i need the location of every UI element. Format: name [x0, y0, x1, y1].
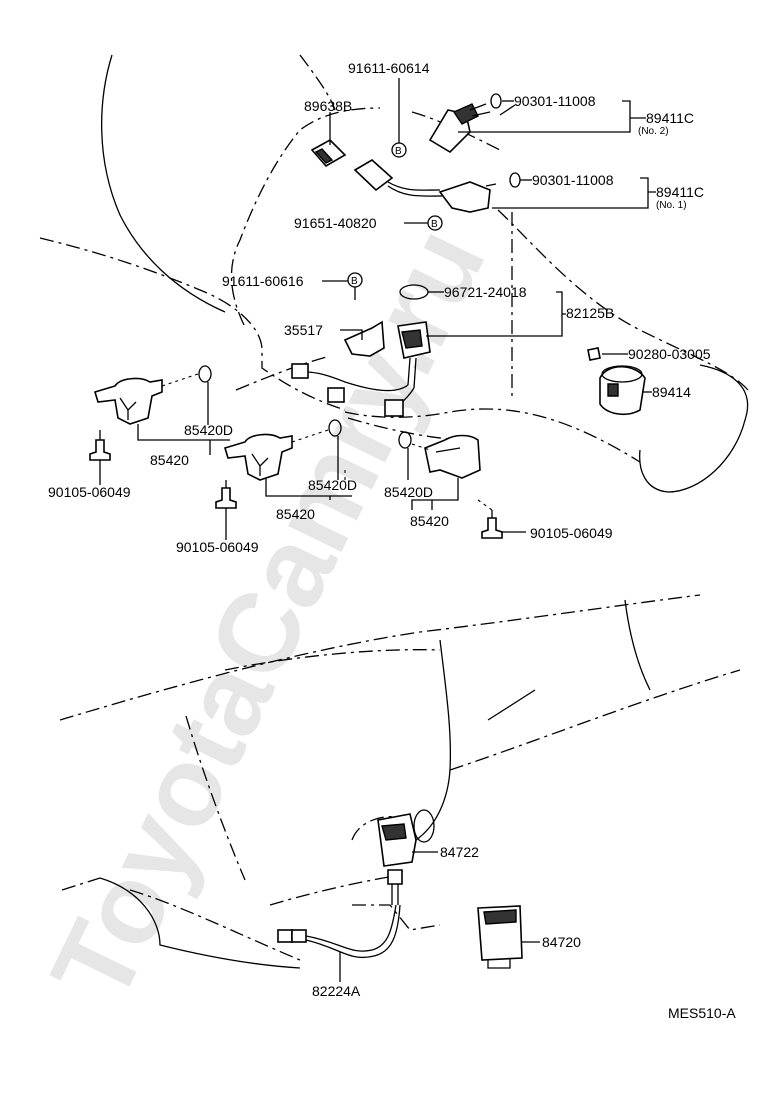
label-90105-06049-c: 90105-06049: [530, 525, 613, 541]
label-85420D-c: 85420D: [384, 484, 433, 500]
label-90105-06049-b: 90105-06049: [176, 539, 259, 555]
solenoid-85420-a: [94, 365, 212, 425]
clip-90280: [587, 347, 601, 361]
label-89411C-no2-sub: (No. 2): [638, 126, 669, 137]
harness-82224A: [277, 904, 401, 982]
label-90301-11008-b: 90301-11008: [532, 172, 614, 188]
bracket-35517: [343, 320, 385, 357]
svg-text:B: B: [351, 276, 358, 287]
bolt-marker-1: B: [391, 142, 407, 158]
label-85420-c: 85420: [410, 513, 449, 529]
label-85420-b: 85420: [276, 506, 315, 522]
bolt-90105-c: [481, 510, 503, 539]
watermark: ToyotaCamry.ru: [27, 209, 509, 1021]
label-84722: 84722: [440, 844, 479, 860]
label-82224A: 82224A: [312, 983, 361, 999]
bolt-marker-3: B: [347, 272, 363, 288]
label-89638B: 89638B: [304, 98, 352, 114]
label-91611-60616: 91611-60616: [222, 273, 304, 289]
label-90280-03005: 90280-03005: [628, 346, 711, 362]
label-90105-06049-a: 90105-06049: [48, 484, 131, 500]
label-89411C-no2: 89411C: [646, 110, 694, 126]
speed-sensor-no2: [428, 93, 502, 154]
label-82125B: 82125B: [566, 305, 614, 321]
switch-84722: [352, 809, 441, 931]
diagram-code: MES510-A: [668, 1005, 736, 1021]
solenoid-85420-b: [224, 419, 342, 481]
leader-lines-upper: [99, 78, 656, 540]
bolt-marker-2: B: [427, 215, 443, 231]
label-90301-11008-a: 90301-11008: [514, 93, 596, 109]
sensor-89638B: [310, 126, 347, 168]
label-89414: 89414: [652, 384, 691, 400]
label-85420D-b: 85420D: [308, 477, 357, 493]
label-85420-a: 85420: [150, 452, 189, 468]
label-89411C-no1-sub: (No. 1): [656, 200, 687, 211]
sensor-harness-no1: [353, 159, 521, 213]
bolt-90105-b: [215, 480, 237, 509]
label-35517: 35517: [284, 322, 323, 338]
label-91611-60614: 91611-60614: [348, 60, 430, 76]
label-96721-24018: 96721-24018: [444, 284, 527, 300]
label-84720: 84720: [542, 934, 581, 950]
svg-text:B: B: [431, 219, 438, 230]
label-85420D-a: 85420D: [184, 422, 233, 438]
sensor-89414: [599, 365, 646, 416]
label-91651-40820: 91651-40820: [294, 215, 377, 231]
switch-84720: [477, 905, 540, 969]
solenoid-85420-c: [398, 431, 481, 479]
bolt-90105-a: [89, 430, 111, 461]
connector-82125B: [291, 321, 431, 417]
svg-text:B: B: [395, 146, 402, 157]
label-89411C-no1: 89411C: [656, 184, 704, 200]
part-labels: 91611-60614 89638B 90301-11008 89411C (N…: [48, 60, 736, 1021]
